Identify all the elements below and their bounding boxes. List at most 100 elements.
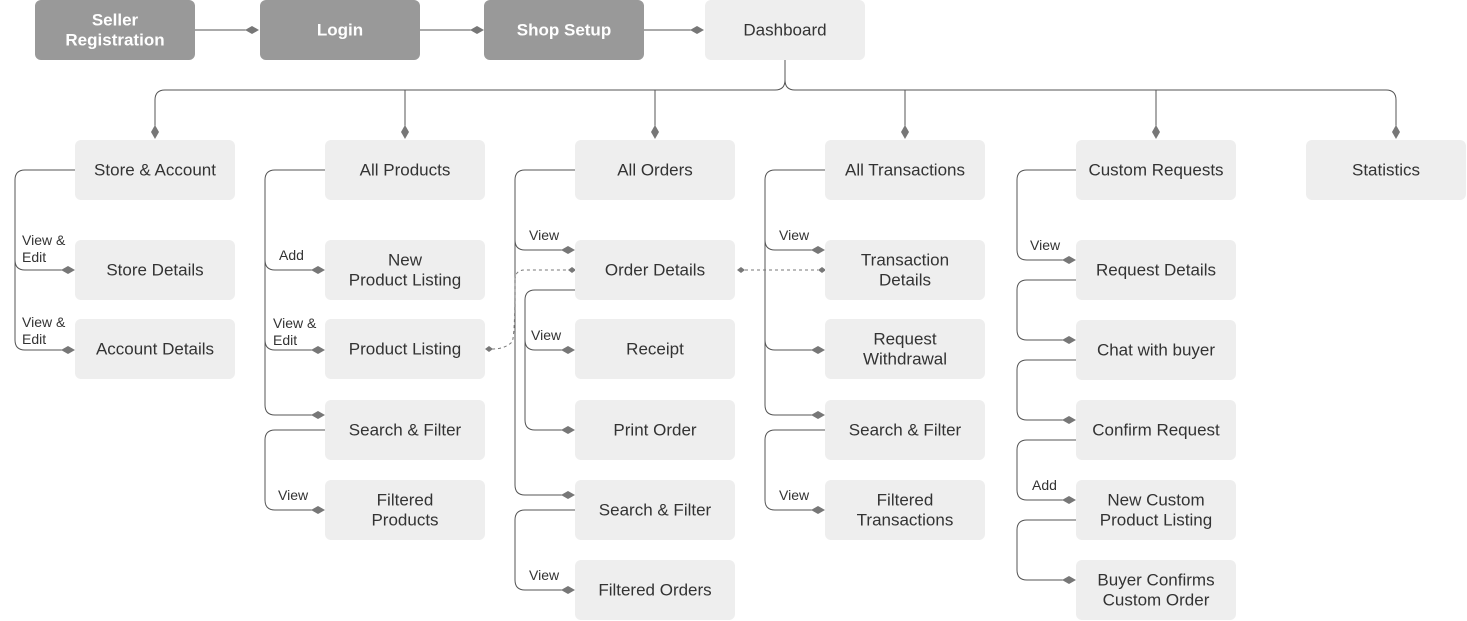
order-details-box-label: Order Details [605, 260, 705, 279]
diamond-marker [1392, 125, 1400, 139]
shop-setup-box-bg [484, 0, 644, 60]
print-order-box-label: Print Order [613, 420, 696, 439]
chat-with-buyer-box-bg [1076, 320, 1236, 380]
all-orders-box-label: All Orders [617, 160, 693, 179]
connector-line [514, 239, 562, 251]
new-custom-product-listing-box-label-line2: Product Listing [1100, 510, 1212, 529]
diamond-marker [811, 506, 825, 514]
connector-line [524, 339, 562, 351]
confirm-request-box-label: Confirm Request [1092, 420, 1220, 439]
diamond-marker [1062, 336, 1076, 344]
order-details-box: Order Details [575, 240, 735, 300]
filtered-products-box-label-line1: Filtered [377, 490, 434, 509]
chat-with-buyer-box-label: Chat with buyer [1097, 340, 1215, 359]
orders-search-filter-box-bg [575, 480, 735, 540]
diamond-marker [1062, 256, 1076, 264]
receipt-box-label: Receipt [626, 339, 684, 358]
store-details-box-label: Store Details [106, 260, 203, 279]
all-orders-box-bg [575, 140, 735, 200]
diamond-marker [811, 246, 825, 254]
products-search-filter-box-bg [325, 400, 485, 460]
receipt-box-bg [575, 319, 735, 379]
buyer-confirms-custom-order-box-label-line2: Custom Order [1103, 590, 1210, 609]
transaction-details-box-label-line1: Transaction [861, 250, 949, 269]
statistics-box: Statistics [1306, 140, 1466, 200]
all-products-box-bg [325, 140, 485, 200]
account-details-box: Account Details [75, 319, 235, 379]
diamond-marker [1062, 496, 1076, 504]
custom-requests-box-bg [1076, 140, 1236, 200]
connector-line [1016, 519, 1076, 581]
diamond-marker [245, 26, 259, 34]
connector-line [14, 259, 62, 271]
all-transactions-box-bg [825, 140, 985, 200]
login-box-bg [260, 0, 420, 60]
orders-search-filter-box-label: Search & Filter [599, 500, 712, 519]
new-product-listing-box-label-line2: Product Listing [349, 270, 461, 289]
dashed-end-marker [568, 267, 576, 273]
login-box-label: Login [317, 20, 363, 39]
diamond-marker [901, 125, 909, 139]
diamond-marker [1152, 125, 1160, 139]
all-products-box-label: All Products [360, 160, 451, 179]
filtered-orders-box: Filtered Orders [575, 560, 735, 620]
dashboard-box: Dashboard [705, 0, 865, 60]
diamond-marker [561, 246, 575, 254]
filtered-orders-box-label: Filtered Orders [598, 580, 711, 599]
connector-line [764, 429, 825, 511]
dashed-end-marker [737, 267, 745, 273]
confirm-request-box: Confirm Request [1076, 400, 1236, 460]
connector-line [784, 79, 1397, 126]
connector-line [764, 339, 812, 351]
products-search-filter-box: Search & Filter [325, 400, 485, 460]
diamond-marker [1062, 416, 1076, 424]
add-custom-product-label: Add [1032, 477, 1057, 493]
shop-setup-box-label: Shop Setup [517, 20, 611, 39]
view-receipt-label: View [531, 327, 562, 343]
all-orders-box: All Orders [575, 140, 735, 200]
new-custom-product-listing-box-bg [1076, 480, 1236, 540]
all-products-box: All Products [325, 140, 485, 200]
add-product-label: Add [279, 247, 304, 263]
filtered-products-box-bg [325, 480, 485, 540]
request-details-box-label: Request Details [1096, 260, 1216, 279]
view-edit-account-label-line2: Edit [22, 331, 46, 347]
order-details-box-bg [575, 240, 735, 300]
diamond-marker [561, 586, 575, 594]
filtered-orders-box-bg [575, 560, 735, 620]
transaction-details-box-label-line2: Details [879, 270, 931, 289]
view-edit-account-label-line1: View & [22, 314, 66, 330]
diamond-marker [561, 426, 575, 434]
view-filtered-products-label: View [278, 487, 309, 503]
view-request-label: View [1030, 237, 1061, 253]
print-order-box-bg [575, 400, 735, 460]
print-order-box: Print Order [575, 400, 735, 460]
dashboard-box-label: Dashboard [743, 20, 826, 39]
shop-setup-box: Shop Setup [484, 0, 644, 60]
view-filtered-orders-label: View [529, 567, 560, 583]
connector-line [514, 509, 575, 591]
diamond-marker [651, 125, 659, 139]
product-listing-box: Product Listing [325, 319, 485, 379]
store-account-box-label: Store & Account [94, 160, 216, 179]
new-custom-product-listing-box-label-line1: New Custom [1107, 490, 1204, 509]
all-transactions-box: All Transactions [825, 140, 985, 200]
request-withdrawal-box-bg [825, 319, 985, 379]
all-transactions-box-label: All Transactions [845, 160, 965, 179]
diamond-marker [561, 346, 575, 354]
product-listing-box-bg [325, 319, 485, 379]
new-product-listing-box-label-line1: New [388, 250, 423, 269]
diamond-marker [690, 26, 704, 34]
store-details-box: Store Details [75, 240, 235, 300]
view-edit-product-label-line1: View & [273, 315, 317, 331]
connector-line [1016, 359, 1076, 421]
connector-line [264, 169, 325, 416]
request-withdrawal-box-label-line1: Request [873, 329, 937, 348]
